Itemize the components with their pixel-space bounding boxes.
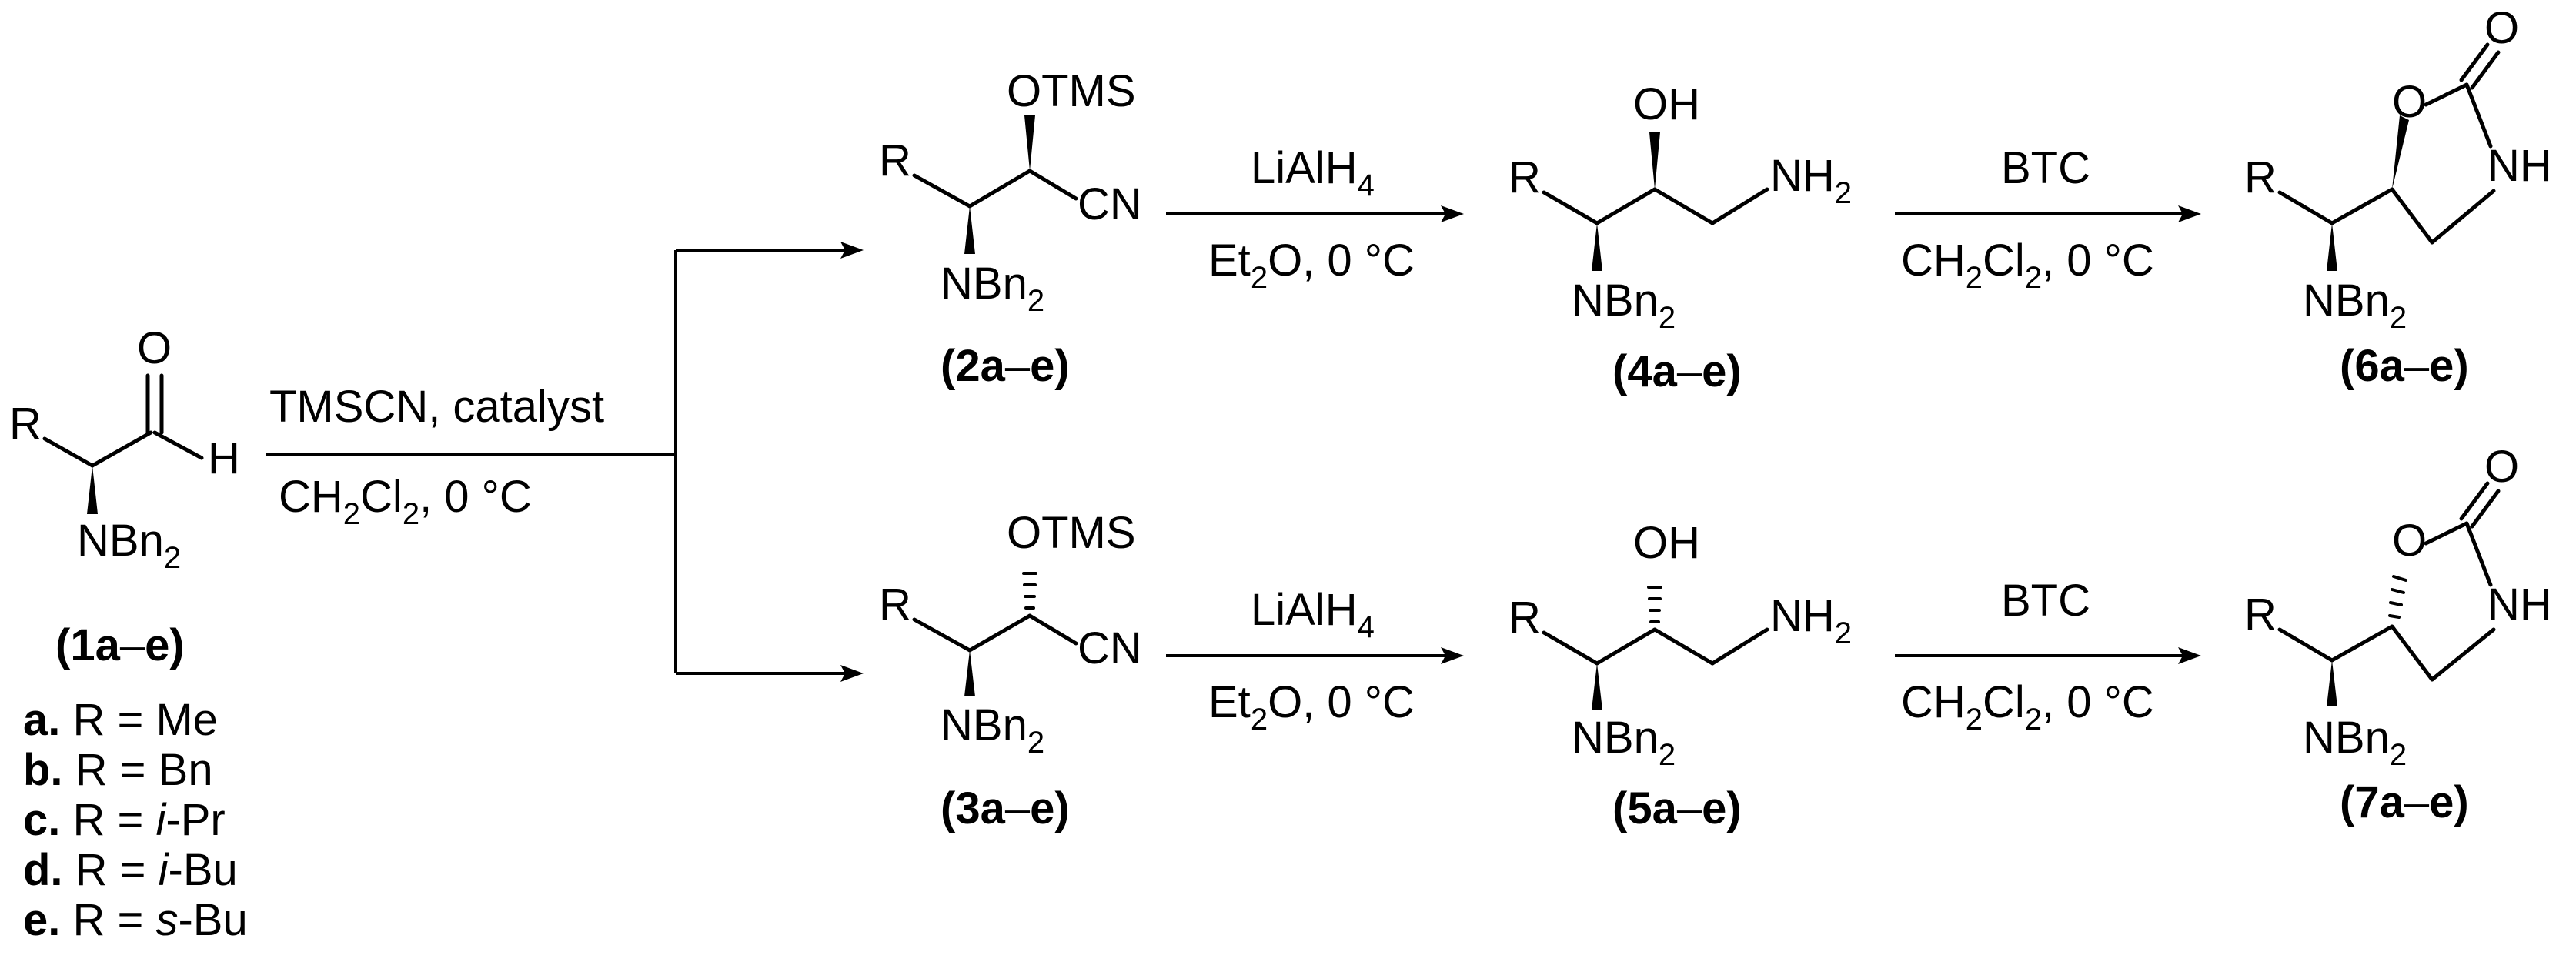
compound-6-nbn2: NBn2 (2303, 276, 2407, 335)
compound-1-nbn2: NBn2 (77, 516, 181, 575)
step3-bottom-reagent: BTC (2001, 576, 2090, 626)
compound-6-label: (6a–e) (2340, 341, 2469, 391)
compound-5-oh: OH (1633, 518, 1700, 568)
compound-4-oh: OH (1633, 79, 1700, 129)
compound-5-r: R (1509, 593, 1541, 643)
compound-5-structure: R OH NH2 NBn2 (1509, 518, 1852, 772)
compound-2-nbn2: NBn2 (941, 259, 1044, 318)
compound-1-structure: R O H NBn2 (9, 323, 240, 575)
compound-5-nh2: NH2 (1770, 591, 1852, 650)
compound-7-structure: R NBn2 O O NH (2244, 442, 2552, 772)
compound-3-structure: R OTMS CN NBn2 (879, 508, 1142, 760)
compound-7-hash (2388, 575, 2407, 619)
compound-1-r: R (9, 399, 42, 449)
substituent-e: e. R = s-Bu (23, 895, 248, 945)
compound-2-structure: R OTMS CN NBn2 (879, 66, 1142, 318)
compound-1-h: H (208, 433, 240, 483)
compound-6-r: R (2244, 152, 2277, 202)
compound-1-o: O (137, 323, 172, 373)
step2-bottom-conditions: Et2O, 0 °C (1208, 677, 1415, 737)
compound-7-ring-o: O (2392, 516, 2427, 566)
compound-1-label: (1a–e) (55, 620, 185, 670)
step2-top-reagent: LiAlH4 (1251, 143, 1375, 202)
substituent-c: c. R = i-Pr (23, 795, 226, 845)
step1-conditions: CH2Cl2, 0 °C (279, 472, 532, 531)
step3-top-reagent: BTC (2001, 143, 2090, 193)
compound-7-nbn2: NBn2 (2303, 713, 2407, 772)
compound-7-r: R (2244, 590, 2277, 640)
step1-reagents: TMSCN, catalyst (269, 382, 604, 432)
compound-3-otms: OTMS (1007, 508, 1136, 558)
compound-4-label: (4a–e) (1612, 346, 1742, 396)
compound-4-nbn2: NBn2 (1572, 276, 1676, 335)
compound-2-cn: CN (1078, 179, 1142, 229)
compound-3-hash (1022, 572, 1037, 610)
compound-2-r: R (879, 135, 911, 185)
substituent-legend: a. R = Me b. R = Bn c. R = i-Pr d. R = i… (23, 695, 248, 945)
step1-arrow (266, 242, 864, 682)
compound-2-otms: OTMS (1007, 66, 1136, 116)
step3-arrow-top (1895, 205, 2201, 222)
step2-arrow-bottom (1166, 647, 1464, 664)
compound-7-label: (7a–e) (2340, 777, 2469, 827)
substituent-a: a. R = Me (23, 695, 218, 745)
compound-7-carbonyl-o: O (2484, 442, 2519, 492)
compound-5-hash (1647, 586, 1662, 623)
compound-6-nh: NH (2487, 141, 2552, 191)
step3-bottom-conditions: CH2Cl2, 0 °C (1901, 677, 2154, 737)
compound-5-nbn2: NBn2 (1572, 713, 1676, 772)
substituent-b: b. R = Bn (23, 745, 213, 795)
compound-2-label: (2a–e) (941, 341, 1070, 391)
compound-4-r: R (1509, 152, 1541, 202)
compound-4-structure: R OH NH2 NBn2 (1509, 79, 1852, 335)
compound-6-carbonyl-o: O (2484, 3, 2519, 53)
step2-bottom-reagent: LiAlH4 (1251, 585, 1375, 644)
step3-arrow-bottom (1895, 647, 2201, 664)
substituent-d: d. R = i-Bu (23, 845, 238, 895)
compound-6-structure: R NBn2 O O NH (2244, 3, 2552, 335)
compound-3-r: R (879, 580, 911, 630)
compound-6-ring-o: O (2392, 77, 2427, 127)
compound-7-nh: NH (2487, 580, 2552, 630)
compound-5-label: (5a–e) (1612, 783, 1742, 833)
compound-1-wedge (87, 466, 98, 514)
compound-3-cn: CN (1078, 623, 1142, 673)
compound-3-label: (3a–e) (941, 783, 1070, 833)
compound-4-nh2: NH2 (1770, 151, 1852, 210)
step2-arrow-top (1166, 205, 1464, 222)
step3-top-conditions: CH2Cl2, 0 °C (1901, 235, 2154, 295)
compound-3-nbn2: NBn2 (941, 700, 1044, 760)
step2-top-conditions: Et2O, 0 °C (1208, 235, 1415, 295)
